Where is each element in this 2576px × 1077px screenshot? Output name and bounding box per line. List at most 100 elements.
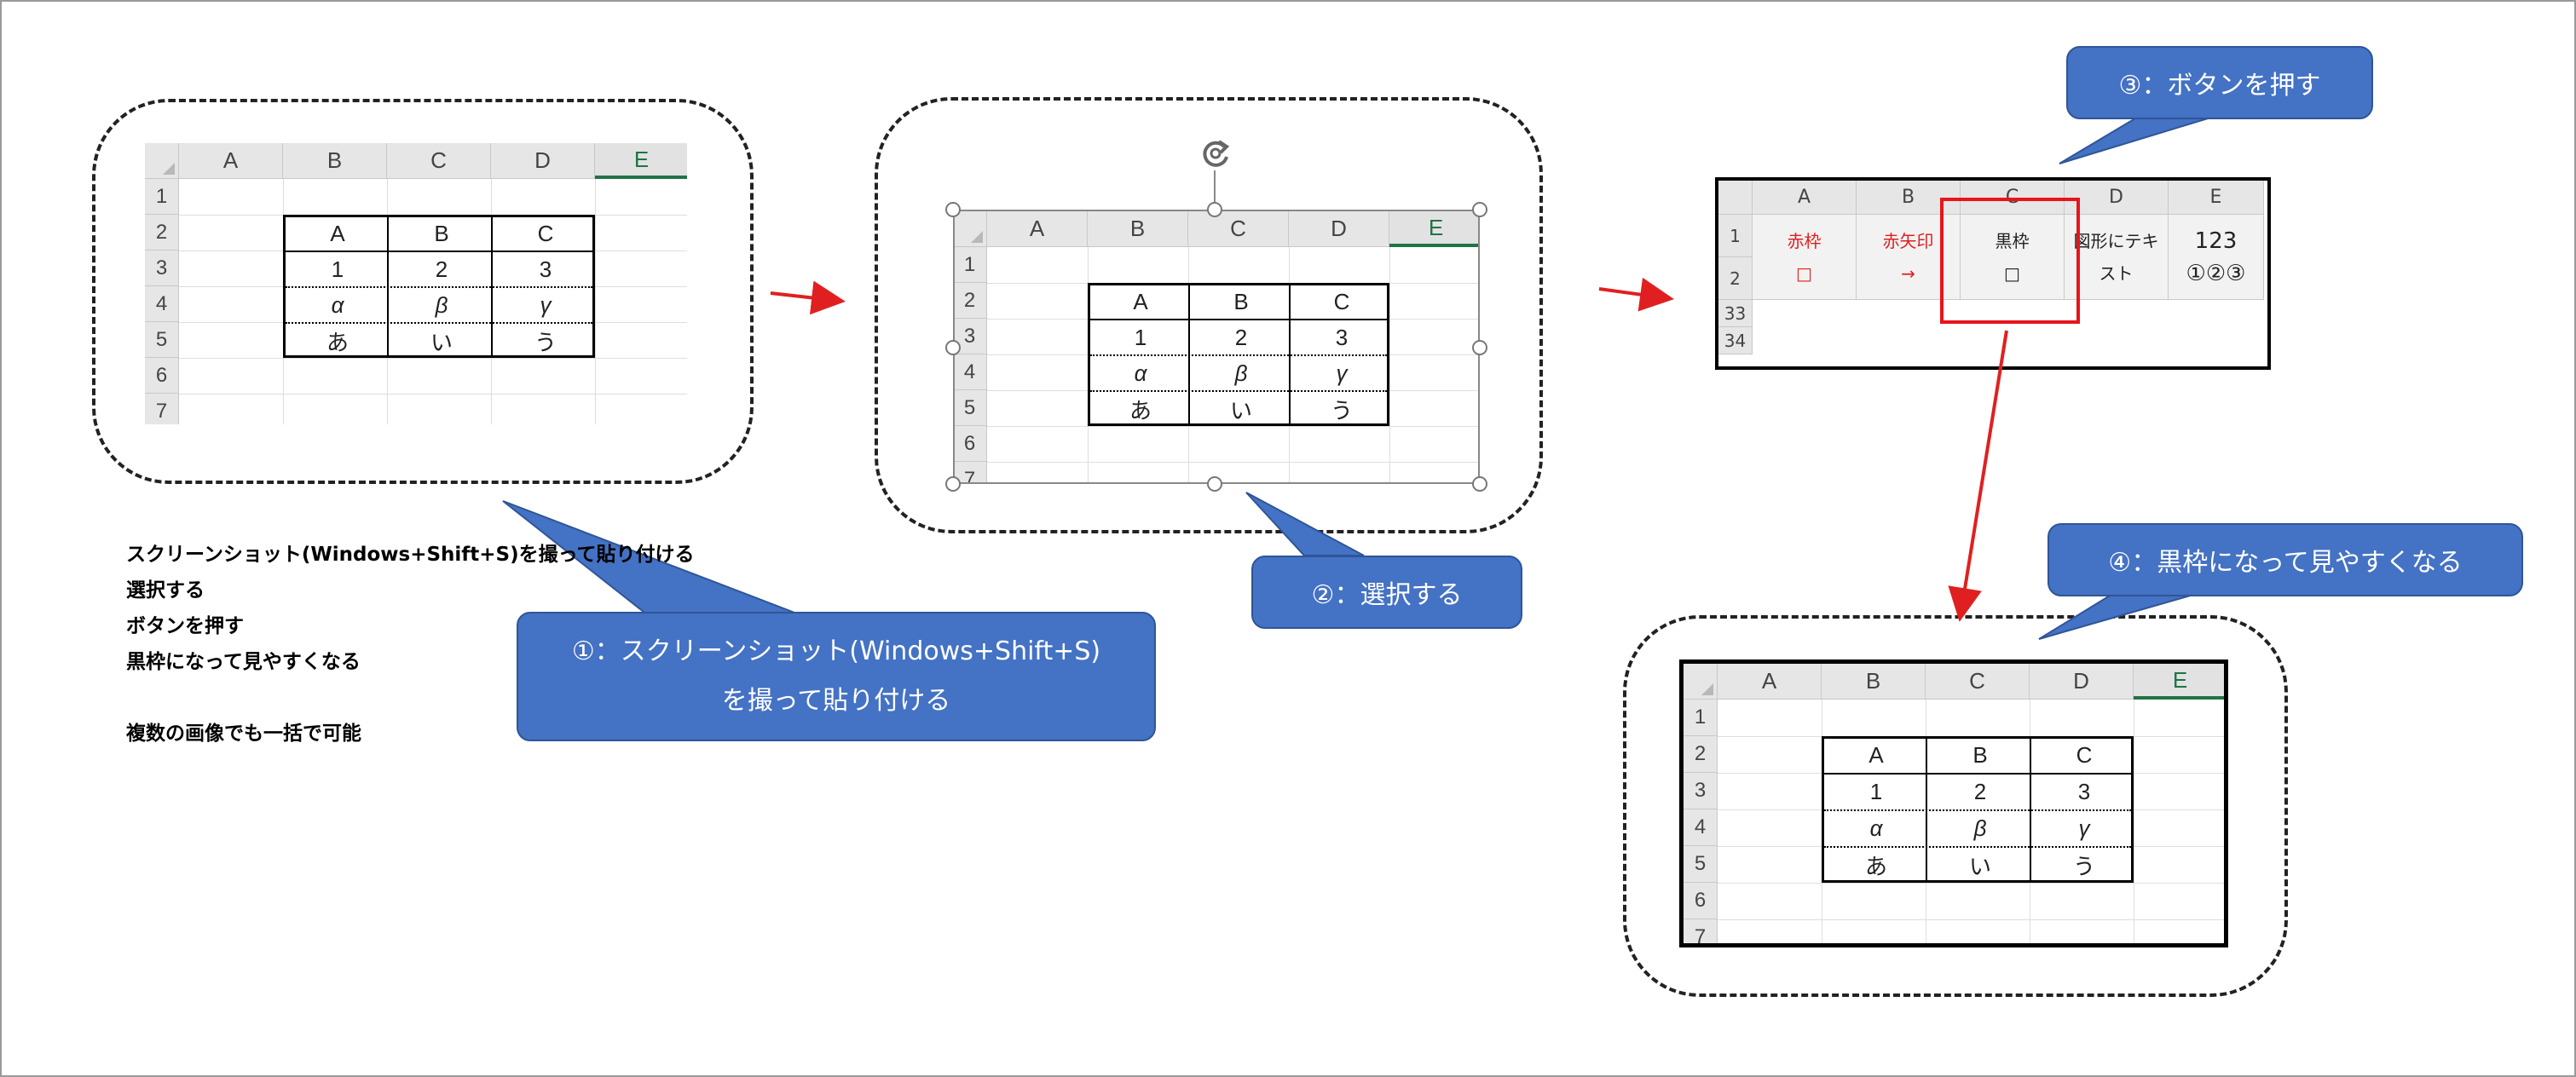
table-cell[interactable]: う <box>2072 854 2095 879</box>
gridline-horizontal <box>1718 919 2224 920</box>
table-cell[interactable]: 1 <box>1869 779 1883 804</box>
row-header-2[interactable]: 2 <box>145 215 179 251</box>
table-cell[interactable]: 3 <box>539 256 552 282</box>
column-header-a[interactable]: A <box>987 211 1088 247</box>
ribbon-button-label: 123 <box>2194 227 2238 254</box>
table-header-divider <box>1824 773 2131 775</box>
ribbon-button-1[interactable]: 赤枠□ <box>1753 215 1857 300</box>
row-header-1[interactable]: 1 <box>145 179 179 215</box>
notes-list: スクリーンショット(Windows+Shift+S)を撮って貼り付ける 選択する… <box>126 537 695 752</box>
table-cell[interactable]: あ <box>1129 397 1152 423</box>
row-header-6[interactable]: 6 <box>953 426 987 462</box>
table-cell[interactable]: 1 <box>331 256 344 282</box>
row-header-5[interactable]: 5 <box>1684 846 1718 883</box>
table-cell[interactable]: う <box>1330 397 1353 423</box>
column-header-e[interactable]: E <box>2134 664 2224 700</box>
table-cell[interactable]: A <box>330 220 345 246</box>
table-cell[interactable]: 3 <box>2077 779 2091 804</box>
gridline-horizontal <box>1718 883 2224 884</box>
table-cell[interactable]: 3 <box>1335 324 1349 350</box>
table-cell[interactable]: B <box>1972 742 1988 768</box>
table-cell[interactable]: β <box>1234 360 1248 386</box>
table-cell[interactable]: 2 <box>1234 324 1248 350</box>
resize-handle-top-right[interactable] <box>1472 202 1487 217</box>
ribbon-button-4[interactable]: 図形にテキスト <box>2065 215 2169 300</box>
ribbon-button-3[interactable]: 黒枠□ <box>1961 215 2065 300</box>
resize-handle-bottom-right[interactable] <box>1472 476 1487 492</box>
column-header-d[interactable]: D <box>491 143 595 179</box>
table-cell[interactable]: 1 <box>1134 324 1147 350</box>
table-cell[interactable]: β <box>1973 815 1987 841</box>
table-cell[interactable]: い <box>430 329 453 355</box>
bordered-table[interactable]: A B C 1 2 3 α β γ あ い う <box>283 215 595 358</box>
table-cell[interactable]: い <box>1968 854 1991 879</box>
row-header-7[interactable]: 7 <box>1684 919 1718 943</box>
table-cell[interactable]: 2 <box>1973 779 1987 804</box>
resize-handle-mid-left[interactable] <box>945 340 961 355</box>
select-all-corner[interactable] <box>953 211 987 247</box>
ribbon-button-label: 赤矢印 <box>1882 230 1934 251</box>
table-cell[interactable]: う <box>534 329 557 355</box>
column-header-c[interactable]: C <box>387 143 491 179</box>
column-header-c[interactable]: C <box>1926 664 2030 700</box>
resize-handle-top-left[interactable] <box>945 202 961 217</box>
bordered-table[interactable]: A B C 1 2 3 α β γ あ い う <box>1088 283 1389 426</box>
table-cell[interactable]: β <box>435 291 448 318</box>
row-header-4[interactable]: 4 <box>953 354 987 390</box>
row-header-2[interactable]: 2 <box>953 283 987 319</box>
rotate-handle-icon[interactable] <box>1198 136 1233 170</box>
table-cell[interactable]: C <box>2076 742 2093 768</box>
column-header-d[interactable]: D <box>1289 211 1389 247</box>
row-header-5[interactable]: 5 <box>145 322 179 358</box>
table-cell[interactable]: A <box>1868 742 1884 768</box>
resize-handle-top-mid[interactable] <box>1207 202 1222 217</box>
bordered-table[interactable]: A B C 1 2 3 α β γ あ い う <box>1822 736 2134 883</box>
column-header-a[interactable]: A <box>179 143 283 179</box>
table-cell[interactable]: C <box>537 220 554 246</box>
resize-handle-mid-right[interactable] <box>1472 340 1487 355</box>
resize-handle-bottom-left[interactable] <box>945 476 961 492</box>
column-header-e[interactable]: E <box>1389 211 1480 247</box>
table-cell[interactable]: γ <box>540 291 552 318</box>
row-header-3[interactable]: 3 <box>145 251 179 286</box>
table-cell[interactable]: γ <box>2078 815 2090 841</box>
table-cell[interactable]: γ <box>1336 360 1348 386</box>
table-cell[interactable]: B <box>434 220 449 246</box>
row-header-5[interactable]: 5 <box>953 390 987 426</box>
table-cell[interactable]: α <box>1869 815 1883 841</box>
table-cell[interactable]: B <box>1233 288 1249 314</box>
row-header-6[interactable]: 6 <box>145 358 179 394</box>
row-header-7[interactable]: 7 <box>145 394 179 424</box>
row-header-4[interactable]: 4 <box>145 286 179 322</box>
row-header-1[interactable]: 1 <box>1684 700 1718 736</box>
row-header-4[interactable]: 4 <box>1684 809 1718 846</box>
gridline-vertical <box>595 179 596 424</box>
note-line-4: 黒枠になって見やすくなる <box>126 651 361 673</box>
table-cell[interactable]: あ <box>326 329 349 355</box>
column-header-d[interactable]: D <box>2030 664 2134 700</box>
column-header-c[interactable]: C <box>1188 211 1289 247</box>
table-cell[interactable]: あ <box>1864 854 1887 879</box>
table-cell[interactable]: C <box>1333 288 1350 314</box>
column-header-b[interactable]: B <box>1822 664 1926 700</box>
select-all-corner[interactable] <box>145 143 179 179</box>
table-cell[interactable]: A <box>1133 288 1148 314</box>
column-header-e[interactable]: E <box>595 143 687 179</box>
table-cell[interactable]: い <box>1229 397 1252 423</box>
column-header-a[interactable]: A <box>1718 664 1822 700</box>
table-cell[interactable]: α <box>331 291 344 318</box>
row-header-2[interactable]: 2 <box>1684 736 1718 773</box>
table-cell[interactable]: α <box>1134 360 1147 386</box>
column-header-b[interactable]: B <box>1088 211 1188 247</box>
table-cell[interactable]: 2 <box>435 256 448 282</box>
column-header-b[interactable]: B <box>283 143 387 179</box>
row-header-3[interactable]: 3 <box>1684 773 1718 809</box>
select-all-corner[interactable] <box>1684 664 1718 700</box>
row-header-6[interactable]: 6 <box>1684 883 1718 919</box>
row-header-1[interactable]: 1 <box>953 247 987 283</box>
resize-handle-bottom-mid[interactable] <box>1207 476 1222 492</box>
